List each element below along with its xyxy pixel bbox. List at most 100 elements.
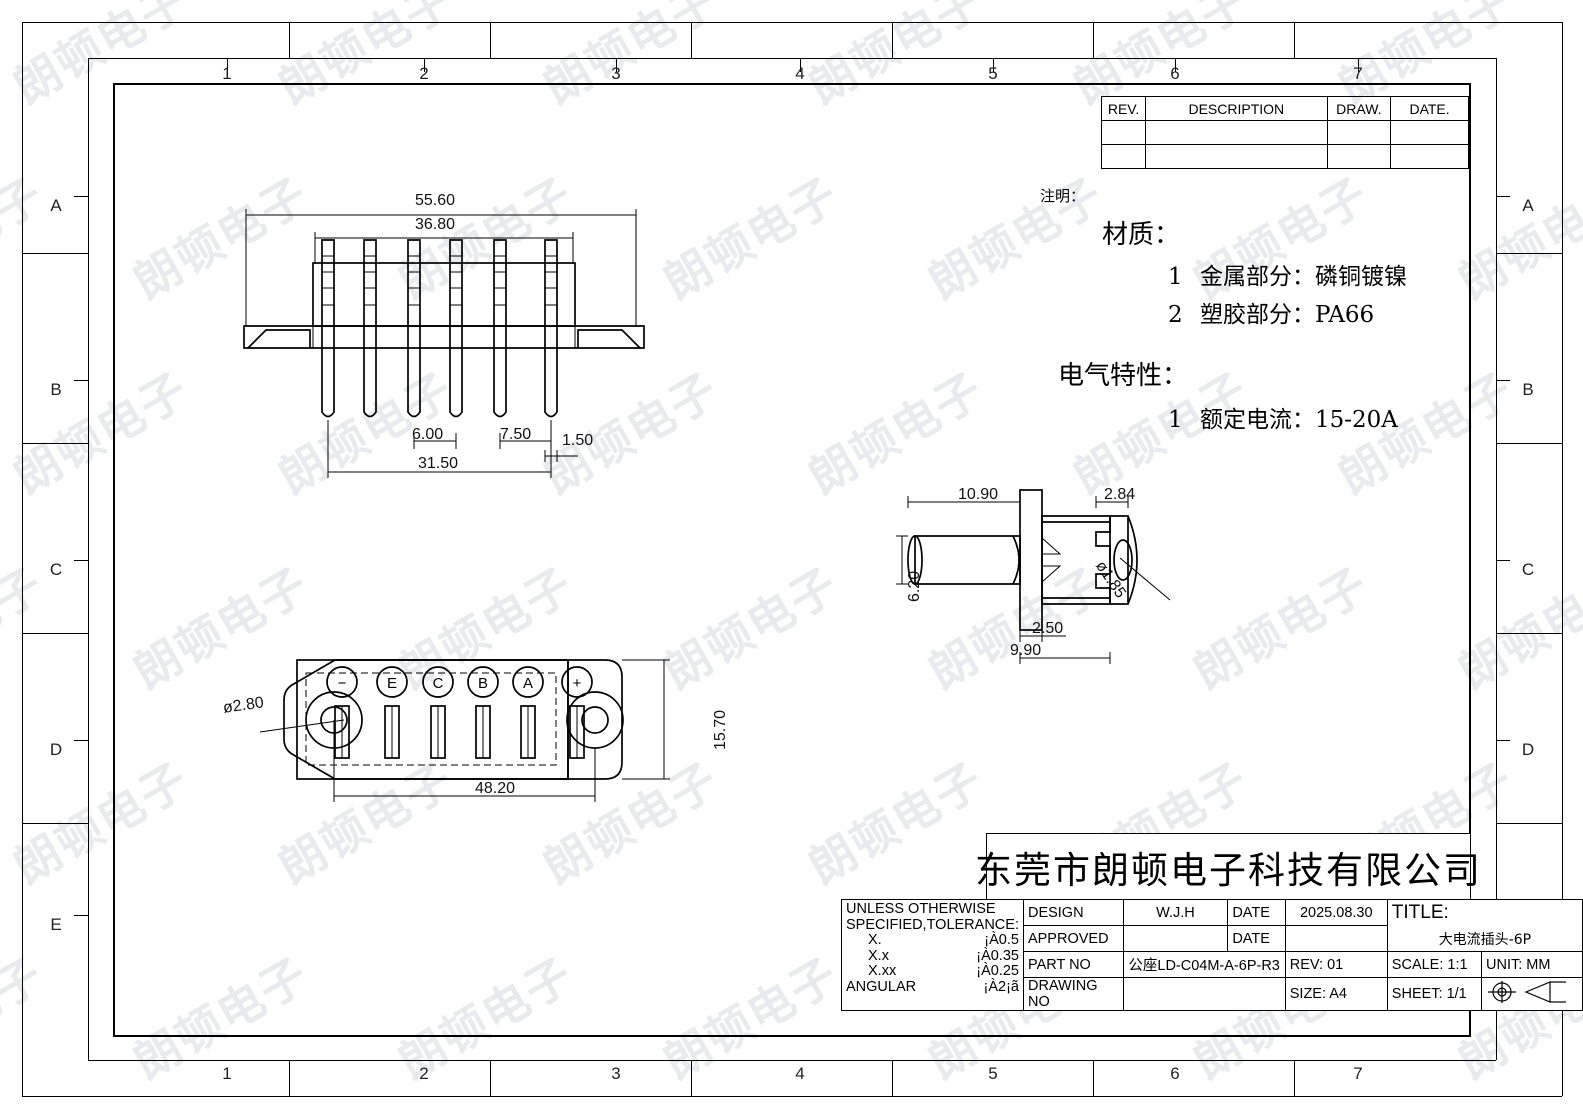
list-item: 1 额定电流：15-20A [1168,400,1407,434]
pin-label-minus: − [338,675,347,692]
zone-label-top-2: 2 [419,64,429,83]
tolerance-row-x: X. ¡À0.5 [846,932,1019,949]
dimension-side-height [896,535,908,585]
sheet-outer-border-right [1562,22,1563,1096]
zone-tick-left-b [74,380,88,381]
tolerance-value-xxx: ¡À0.25 [976,963,1019,979]
revision-cell-description [1145,120,1328,145]
pin-label-e: E [387,675,397,692]
zone-label-bottom-1: 1 [222,1064,232,1083]
zone-strip-top [88,58,1496,59]
list-item: 2 塑胶部分：PA66 [1168,295,1407,329]
bottom-view-drawing: − E C B A + [259,659,670,802]
sheet-outer-border-top [22,22,1562,23]
tolerance-value-x: ¡À0.5 [984,932,1019,948]
zone-divider-top-6 [1294,22,1295,58]
dim-label-9-90: 9.90 [1010,642,1042,659]
tolerance-value-angular: ¡À2¡ã [983,978,1019,995]
zone-divider-top-1 [289,22,290,58]
zone-label-bottom-3: 3 [611,1064,621,1083]
bottom-view-mount-holes [305,691,624,749]
zone-label-top-1: 1 [222,64,232,83]
electrical-item-1-num: 1 [1168,407,1183,433]
dim-label-15-70: 15.70 [712,709,729,750]
electrical-item-1-text: 额定电流：15-20A [1199,407,1398,433]
dim-label-1-50: 1.50 [562,432,594,449]
zone-label-left-c: C [49,560,63,579]
zone-strip-right [1496,58,1497,1060]
company-name-banner: 东莞市朗顿电子科技有限公司 [975,833,1480,901]
bottom-view-contacts [326,666,593,759]
sheet-label: SHEET: 1/1 [1386,977,1483,1011]
notes-label: 注明： [1040,187,1086,205]
tolerance-cell: UNLESS OTHERWISE SPECIFIED,TOLERANCE: X.… [841,899,1024,1011]
zone-tick-top-5 [993,58,994,72]
electrical-heading: 电气特性： [1058,361,1189,391]
front-view-body [243,262,645,349]
material-item-1-num: 1 [1168,264,1183,290]
tolerance-row-xx: X.x ¡À0.35 [846,948,1019,965]
zone-label-left-b: B [50,380,62,399]
revision-cell-draw [1326,120,1392,145]
zone-strip-left [88,58,89,1060]
dim-label-6-20: 6.20 [906,570,923,602]
leader-hole-dia [1119,557,1171,601]
zone-divider-right-a [1496,253,1562,254]
material-item-1-text: 金属部分：磷铜镀镍 [1199,264,1407,290]
revision-cell-rev [1100,144,1147,169]
tolerance-line-2: SPECIFIED,TOLERANCE: [846,916,1019,933]
title-value: 大电流插头-6P [1438,932,1532,948]
list-item: 1 金属部分：磷铜镀镍 [1168,257,1407,291]
revision-cell-date [1390,120,1469,145]
zone-label-top-6: 6 [1170,64,1180,83]
tolerance-label-x: X. [868,932,882,948]
zone-divider-right-b [1496,443,1562,444]
title-block-table: UNLESS OTHERWISE SPECIFIED,TOLERANCE: X.… [841,899,1583,1011]
watermark-text: 朗顿电子 [4,751,198,895]
part-no-value: 公座LD-C04M-A-6P-R3 [1122,951,1286,978]
zone-tick-right-b [1496,380,1510,381]
zone-divider-top-2 [490,22,491,58]
dimension-body-width [314,232,574,263]
size-label: SIZE: A4 [1284,977,1388,1011]
dim-label-55-60: 55.60 [415,192,456,209]
zone-tick-left-e [74,915,88,916]
drawing-frame-right [1469,83,1471,1035]
revision-cell-draw [1326,144,1392,169]
zone-label-right-d: D [1521,740,1535,759]
dimension-pin-thickness [544,450,578,462]
dimension-depth [1019,652,1111,664]
zone-divider-left-c [22,633,88,634]
drawing-frame-bottom [113,1035,1471,1037]
zone-tick-top-2 [424,58,425,72]
table-row: UNLESS OTHERWISE SPECIFIED,TOLERANCE: X.… [841,899,1583,1011]
zone-divider-bottom-5 [1093,1060,1094,1096]
dim-label-6-00: 6.00 [412,426,444,443]
dim-label-36-80: 36.80 [415,216,456,233]
rev-label: REV: 01 [1284,951,1388,978]
revision-cell-rev [1100,120,1147,145]
zone-tick-right-d [1496,740,1510,741]
watermark-text: 朗顿电子 [799,751,993,895]
drawing-no-label: DRAWING NO [1022,977,1124,1011]
revision-cell-description [1145,144,1328,169]
dimension-bottom-height [622,659,670,780]
zone-divider-top-4 [892,22,893,58]
tolerance-row-xxx: X.xx ¡À0.25 [846,963,1019,980]
first-angle-projection-icon [1488,981,1566,1003]
revision-header-rev: REV. [1100,96,1147,121]
zone-tick-right-a [1496,196,1510,197]
approved-value [1122,925,1229,952]
table-row [1100,120,1469,145]
zone-divider-bottom-1 [289,1060,290,1096]
dimension-pin-span [327,420,552,478]
revision-header-draw: DRAW. [1326,96,1392,121]
zone-label-right-c: C [1521,560,1535,579]
table-row [1100,144,1469,169]
watermark-text: 朗顿电子 [0,946,53,1090]
dim-label-2-84: 2.84 [1104,486,1136,503]
zone-tick-top-6 [1175,58,1176,72]
approved-date-label: DATE [1227,925,1286,952]
zone-tick-top-7 [1358,58,1359,72]
design-value: W.J.H [1122,899,1229,926]
